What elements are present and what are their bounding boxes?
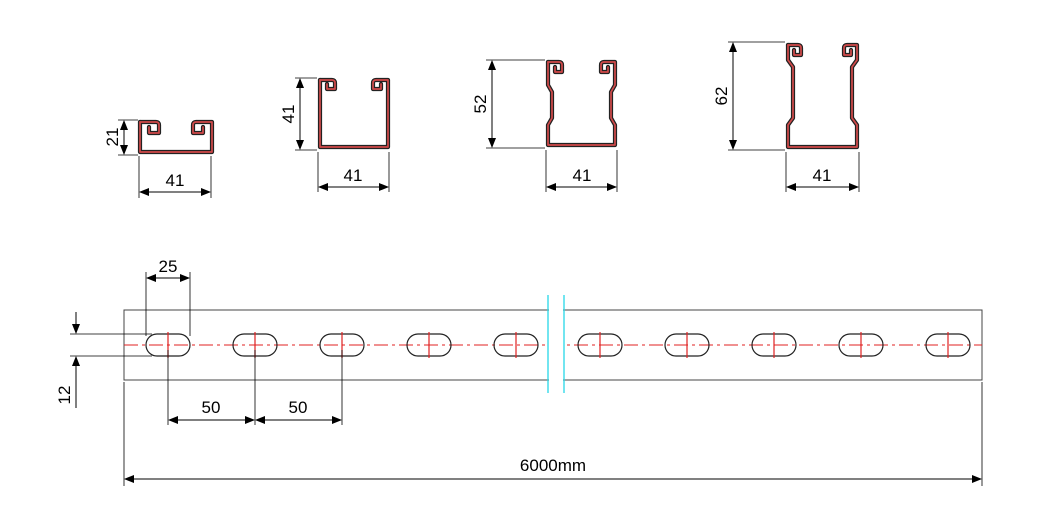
profile-41x21-width-dimension: 41 [138, 156, 212, 198]
total-length-label: 6000mm [520, 456, 586, 475]
profile-41x41-outline [317, 77, 391, 150]
profile-41x62-width-label: 41 [813, 166, 832, 185]
profile-41x41-height-dimension: 41 [279, 77, 317, 151]
slot-length-dimension: 25 [145, 257, 191, 336]
total-length-dimension: 6000mm [123, 382, 983, 486]
profile-41x52-height-label: 52 [471, 95, 490, 114]
profile-41x52-height-dimension: 52 [471, 59, 545, 149]
rail-break-mark [547, 295, 565, 393]
profile-41x52-width-dimension: 41 [545, 150, 618, 192]
profile-41x21: 21 41 [103, 119, 215, 198]
slot-pitch-label-1: 50 [202, 398, 221, 417]
profile-41x41: 41 41 [279, 77, 391, 192]
profile-41x52-outline [545, 59, 618, 148]
profile-41x21-height-label: 21 [103, 128, 122, 147]
slot-pitch-dimensions: 50 50 [167, 350, 343, 425]
slot-width-label: 12 [55, 386, 74, 405]
profile-41x41-width-label: 41 [344, 166, 363, 185]
profile-41x41-width-dimension: 41 [317, 152, 390, 192]
profile-41x52-width-label: 41 [573, 166, 592, 185]
profile-41x41-height-label: 41 [279, 105, 298, 124]
profile-41x62-height-dimension: 62 [712, 41, 785, 151]
profile-41x62: 62 41 [712, 41, 860, 192]
profile-41x62-height-label: 62 [712, 87, 731, 106]
profile-41x21-outline [137, 119, 215, 155]
slot-width-dimension: 12 [55, 312, 152, 408]
profile-41x52: 52 41 [471, 59, 618, 192]
profile-41x62-outline [785, 42, 860, 150]
slot-pitch-label-2: 50 [289, 398, 308, 417]
rail-plan-view [123, 295, 983, 393]
slot-length-label: 25 [159, 257, 178, 276]
profile-41x21-width-label: 41 [166, 171, 185, 190]
profile-41x21-height-dimension: 21 [103, 119, 138, 156]
profile-41x62-width-dimension: 41 [785, 152, 860, 192]
